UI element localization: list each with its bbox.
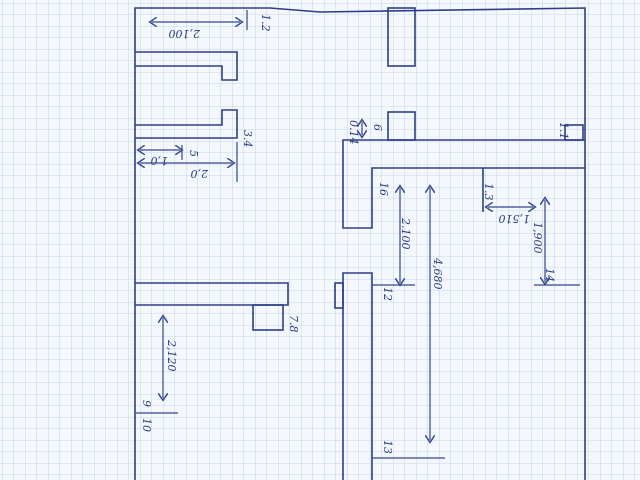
label-inner-top: 16 xyxy=(377,182,390,196)
label-box-gap: 6 xyxy=(371,124,384,131)
label-right-corner: 1.1 xyxy=(557,122,570,140)
label-shelf-box: 7.8 xyxy=(287,315,300,333)
label-right-run: 1,900 xyxy=(531,222,544,254)
label-inner-end: 12 xyxy=(381,287,394,301)
outer-walls xyxy=(134,7,586,480)
label-long-dim: 2,0 xyxy=(191,167,210,180)
label-top-width: 2,100 xyxy=(169,27,202,40)
column xyxy=(334,272,373,480)
label-top-gap: 1.2 xyxy=(259,14,272,32)
label-left-end-a: 9 xyxy=(140,400,153,407)
left-shelves xyxy=(135,51,289,331)
label-partition: 1.3 xyxy=(482,183,495,201)
label-box-side: 0.14 xyxy=(347,120,360,145)
label-short-tick: 5 xyxy=(187,150,200,157)
l-shaped-wall xyxy=(342,139,585,229)
label-left-run: 2,120 xyxy=(165,339,178,372)
label-left-end-b: 10 xyxy=(140,418,153,432)
label-shelf-gap: 3.4 xyxy=(241,130,254,148)
label-long-run: 4,680 xyxy=(431,257,444,290)
label-short-dim: 1,0 xyxy=(151,154,169,167)
label-right-end: 14 xyxy=(543,268,556,282)
label-inner-run: 2.100 xyxy=(399,217,412,250)
label-bottom-end: 13 xyxy=(381,440,394,454)
dimension-arrows xyxy=(140,22,545,440)
label-partition-dim: 1,510 xyxy=(499,212,531,225)
dimension-labels: 2,100 1.2 3.4 1,0 5 2,0 6 0.14 1.1 16 2.… xyxy=(140,14,570,454)
